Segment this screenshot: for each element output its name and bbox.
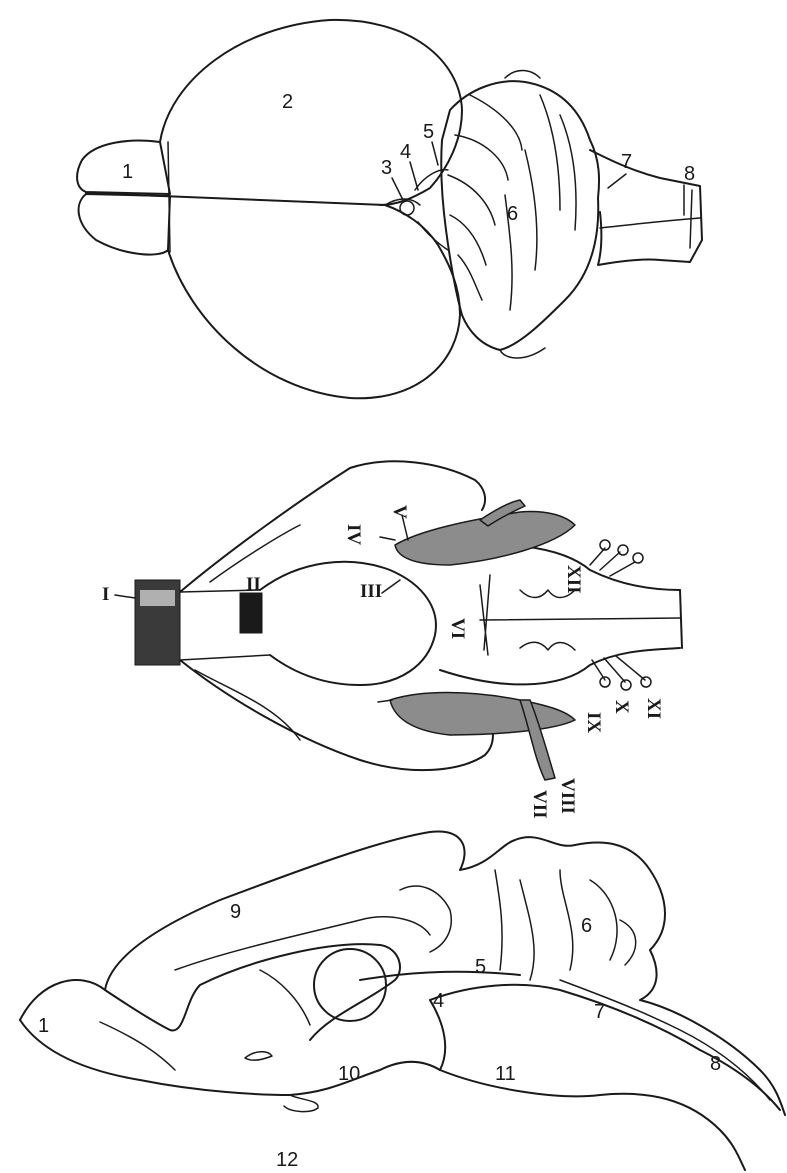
- nerve-IV: IV: [343, 524, 364, 545]
- dorsal-label-8: 8: [684, 163, 695, 185]
- leader-4: [410, 162, 418, 190]
- medulla-midline: [600, 218, 700, 228]
- sagittal-label-9: 9: [230, 901, 241, 923]
- fourth-ventricle: [560, 980, 770, 1100]
- sagittal-label-8: 8: [710, 1053, 721, 1075]
- sagittal-label-12: 12: [276, 1149, 298, 1171]
- hypothalamus-outline: [260, 562, 436, 685]
- optic-nerve: [240, 593, 262, 633]
- sagittal-label-10: 10: [338, 1063, 360, 1085]
- cord-cut: [684, 185, 692, 248]
- dorsal-label-7: 7: [621, 151, 632, 173]
- thalamus-circle: [314, 949, 386, 1021]
- dorsal-label-2: 2: [282, 91, 293, 113]
- leader-V: [402, 515, 408, 540]
- anterior-commissure: [245, 1052, 272, 1060]
- dorsal-label-6: 6: [507, 203, 518, 225]
- pituitary: [284, 1095, 318, 1112]
- nerve-IX: IX: [583, 712, 604, 733]
- nerve-X-end: [621, 680, 631, 690]
- dorsal-label-3: 3: [381, 157, 392, 179]
- cerebral-hemisphere-upper: [160, 20, 462, 205]
- midline-fissure: [86, 193, 385, 205]
- dorsal-label-5: 5: [423, 121, 434, 143]
- nerve-X: X: [611, 700, 632, 714]
- leader-III: [382, 580, 400, 593]
- sagittal-base-outline: [20, 1020, 745, 1170]
- nerve-XII: XII: [563, 565, 584, 594]
- nerve-VIII: VIII: [557, 778, 578, 814]
- nerve-I: I: [102, 584, 109, 605]
- leader-3: [392, 178, 404, 202]
- nerve-XI-end: [641, 677, 651, 687]
- nerve-VI: VI: [447, 618, 468, 639]
- sagittal-label-6: 6: [581, 915, 592, 937]
- sagittal-label-5: 5: [475, 956, 486, 978]
- dorsal-view: 1 2 3 4 5 6 7 8: [77, 20, 702, 398]
- sagittal-view: 1 4 5 6 7 8 9 10 11 12: [20, 832, 785, 1171]
- dorsal-label-1: 1: [122, 161, 133, 183]
- nerve-XII-end-2: [618, 545, 628, 555]
- sagittal-label-4: 4: [433, 990, 444, 1012]
- sagittal-label-1: 1: [38, 1015, 49, 1037]
- ventral-outline-upper: [180, 461, 485, 592]
- olfactory-tract-lower: [180, 655, 270, 660]
- cerebral-hemisphere-lower: [168, 205, 460, 398]
- olfactory-bulb-lower: [79, 194, 170, 255]
- ventral-view: I II III IV V VI VII VIII IX X XI XII: [102, 461, 682, 818]
- pyramid-marks: [480, 575, 575, 655]
- olfactory-bulb-light: [140, 590, 175, 606]
- leader-5: [432, 142, 438, 165]
- sagittal-label-7: 7: [594, 1001, 605, 1023]
- dorsal-label-4: 4: [400, 141, 411, 163]
- nerve-V: V: [389, 505, 410, 519]
- sagittal-outer-outline: [20, 832, 785, 1115]
- corpus-callosum: [105, 944, 400, 1040]
- nerve-III: III: [360, 581, 382, 602]
- nerve-XI: XI: [643, 698, 664, 719]
- sagittal-label-11: 11: [495, 1063, 516, 1085]
- nerve-II: II: [246, 574, 261, 595]
- pineal-circle: [400, 201, 414, 215]
- medullary-midline: [480, 618, 680, 620]
- nerve-XII-end-3: [633, 553, 643, 563]
- leader-I: [115, 595, 135, 598]
- brainstem-end: [680, 590, 682, 648]
- leader-7: [608, 174, 626, 188]
- nerve-IX-end: [600, 677, 610, 687]
- trigeminal-nerve-lower: [390, 693, 575, 736]
- cerebellar-folia-sagittal: [495, 870, 636, 980]
- midbrain-tectum: [400, 886, 451, 952]
- nerve-VII: VII: [529, 790, 550, 819]
- hippocampal-curve: [175, 917, 430, 1025]
- lamina: [100, 1022, 175, 1070]
